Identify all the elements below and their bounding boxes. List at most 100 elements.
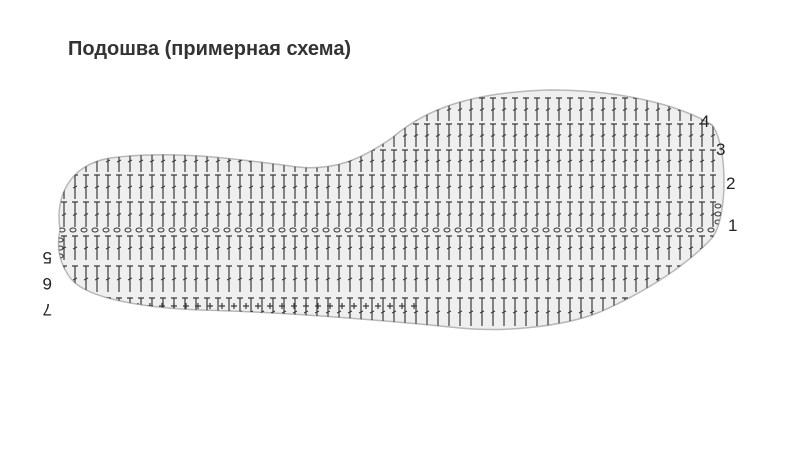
- double-crochet-stitch: [116, 297, 122, 326]
- double-crochet-stitch: [215, 97, 221, 121]
- double-crochet-stitch: [259, 123, 265, 147]
- double-crochet-stitch: [688, 123, 694, 147]
- double-crochet-stitch: [237, 235, 243, 260]
- double-crochet-stitch: [105, 174, 111, 199]
- double-crochet-stitch: [644, 149, 650, 172]
- double-crochet-stitch: [622, 297, 628, 326]
- double-crochet-stitch: [710, 149, 716, 172]
- double-crochet-stitch: [677, 265, 683, 292]
- double-crochet-stitch: [666, 201, 672, 227]
- double-crochet-stitch: [490, 201, 496, 227]
- double-crochet-stitch: [226, 97, 232, 121]
- double-crochet-stitch: [534, 235, 540, 260]
- double-crochet-stitch: [567, 149, 573, 172]
- double-crochet-stitch: [248, 123, 254, 147]
- chain-stitch: [58, 237, 64, 243]
- double-crochet-stitch: [468, 149, 474, 172]
- double-crochet-stitch: [688, 149, 694, 172]
- double-crochet-stitch: [479, 265, 485, 292]
- double-crochet-stitch: [589, 235, 595, 260]
- double-crochet-stitch: [622, 265, 628, 292]
- double-crochet-stitch: [226, 123, 232, 147]
- chain-stitch: [487, 227, 495, 233]
- double-crochet-stitch: [204, 235, 210, 260]
- double-crochet-stitch: [336, 201, 342, 227]
- double-crochet-stitch: [578, 174, 584, 199]
- double-crochet-stitch: [699, 123, 705, 147]
- double-crochet-stitch: [347, 235, 353, 260]
- double-crochet-stitch: [523, 149, 529, 172]
- chain-stitch: [278, 227, 286, 233]
- double-crochet-stitch: [501, 297, 507, 326]
- double-crochet-stitch: [303, 123, 309, 147]
- chain-stitch: [575, 227, 583, 233]
- double-crochet-stitch: [325, 97, 331, 121]
- double-crochet-stitch: [380, 265, 386, 292]
- double-crochet-stitch: [435, 297, 441, 326]
- chain-stitch: [652, 227, 660, 233]
- chain-stitch: [146, 227, 154, 233]
- double-crochet-stitch: [666, 174, 672, 199]
- double-crochet-stitch: [369, 201, 375, 227]
- double-crochet-stitch: [600, 174, 606, 199]
- double-crochet-stitch: [248, 97, 254, 121]
- chain-stitch: [399, 227, 407, 233]
- single-crochet-stitch: [315, 303, 321, 309]
- single-crochet-stitch: [375, 303, 381, 309]
- double-crochet-stitch: [567, 97, 573, 121]
- double-crochet-stitch: [435, 265, 441, 292]
- double-crochet-stitch: [611, 201, 617, 227]
- chain-stitch: [498, 227, 506, 233]
- chain-stitch: [388, 227, 396, 233]
- double-crochet-stitch: [61, 297, 67, 326]
- double-crochet-stitch: [325, 265, 331, 292]
- double-crochet-stitch: [215, 174, 221, 199]
- double-crochet-stitch: [116, 201, 122, 227]
- double-crochet-stitch: [391, 235, 397, 260]
- double-crochet-stitch: [545, 174, 551, 199]
- double-crochet-stitch: [534, 297, 540, 326]
- double-crochet-stitch: [149, 174, 155, 199]
- double-crochet-stitch: [710, 174, 716, 199]
- double-crochet-stitch: [391, 174, 397, 199]
- double-crochet-stitch: [611, 97, 617, 121]
- double-crochet-stitch: [380, 149, 386, 172]
- double-crochet-stitch: [281, 174, 287, 199]
- double-crochet-stitch: [512, 201, 518, 227]
- double-crochet-stitch: [655, 174, 661, 199]
- double-crochet-stitch: [171, 174, 177, 199]
- chain-stitch: [58, 245, 64, 251]
- chain-stitch: [333, 227, 341, 233]
- chain-stitch: [714, 211, 722, 217]
- double-crochet-stitch: [567, 265, 573, 292]
- double-crochet-stitch: [83, 174, 89, 199]
- double-crochet-stitch: [479, 297, 485, 326]
- single-crochet-stitch: [207, 303, 213, 309]
- double-crochet-stitch: [545, 235, 551, 260]
- row-label-7: 7: [43, 300, 52, 319]
- double-crochet-stitch: [578, 265, 584, 292]
- double-crochet-stitch: [237, 97, 243, 121]
- double-crochet-stitch: [545, 149, 551, 172]
- double-crochet-stitch: [94, 265, 100, 292]
- double-crochet-stitch: [336, 265, 342, 292]
- single-crochet-stitch: [339, 303, 345, 309]
- double-crochet-stitch: [688, 265, 694, 292]
- double-crochet-stitch: [479, 201, 485, 227]
- double-crochet-stitch: [677, 123, 683, 147]
- double-crochet-stitch: [490, 235, 496, 260]
- double-crochet-stitch: [633, 201, 639, 227]
- double-crochet-stitch: [83, 97, 89, 121]
- chain-stitch: [311, 227, 319, 233]
- double-crochet-stitch: [556, 149, 562, 172]
- double-crochet-stitch: [556, 235, 562, 260]
- double-crochet-stitch: [292, 174, 298, 199]
- double-crochet-stitch: [666, 297, 672, 326]
- double-crochet-stitch: [424, 149, 430, 172]
- double-crochet-stitch: [380, 235, 386, 260]
- double-crochet-stitch: [512, 235, 518, 260]
- double-crochet-stitch: [424, 201, 430, 227]
- double-crochet-stitch: [171, 235, 177, 260]
- double-crochet-stitch: [457, 201, 463, 227]
- double-crochet-stitch: [314, 97, 320, 121]
